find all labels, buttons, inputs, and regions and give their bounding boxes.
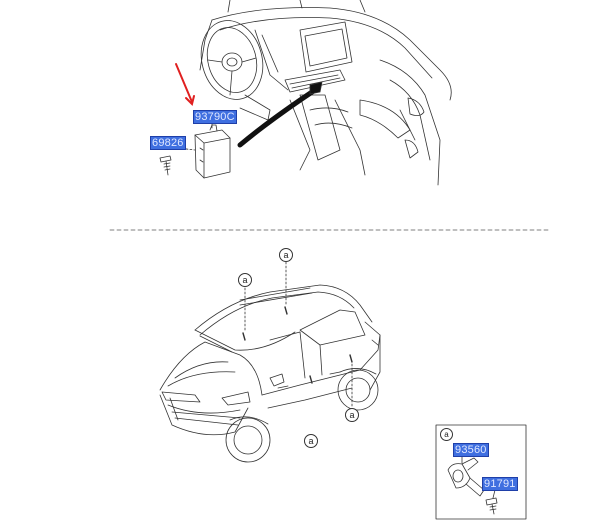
callout-a-roof: a (279, 248, 293, 262)
callout-a-wheel: a (304, 434, 318, 448)
part-label-93560[interactable]: 93560 (453, 443, 489, 457)
callout-a-windshield: a (238, 273, 252, 287)
part-label-69826[interactable]: 69826 (150, 136, 186, 150)
part-label-93790c[interactable]: 93790C (193, 110, 237, 124)
callout-a-rear: a (345, 408, 359, 422)
screw-69826-drawing (159, 147, 196, 176)
dashboard-illustration (199, 0, 452, 186)
red-arrow-icon (175, 63, 195, 106)
car-illustration (159, 261, 381, 463)
part-label-91791[interactable]: 91791 (482, 477, 518, 491)
component-93790c-drawing (194, 124, 231, 179)
callout-a-inset: a (440, 428, 453, 441)
